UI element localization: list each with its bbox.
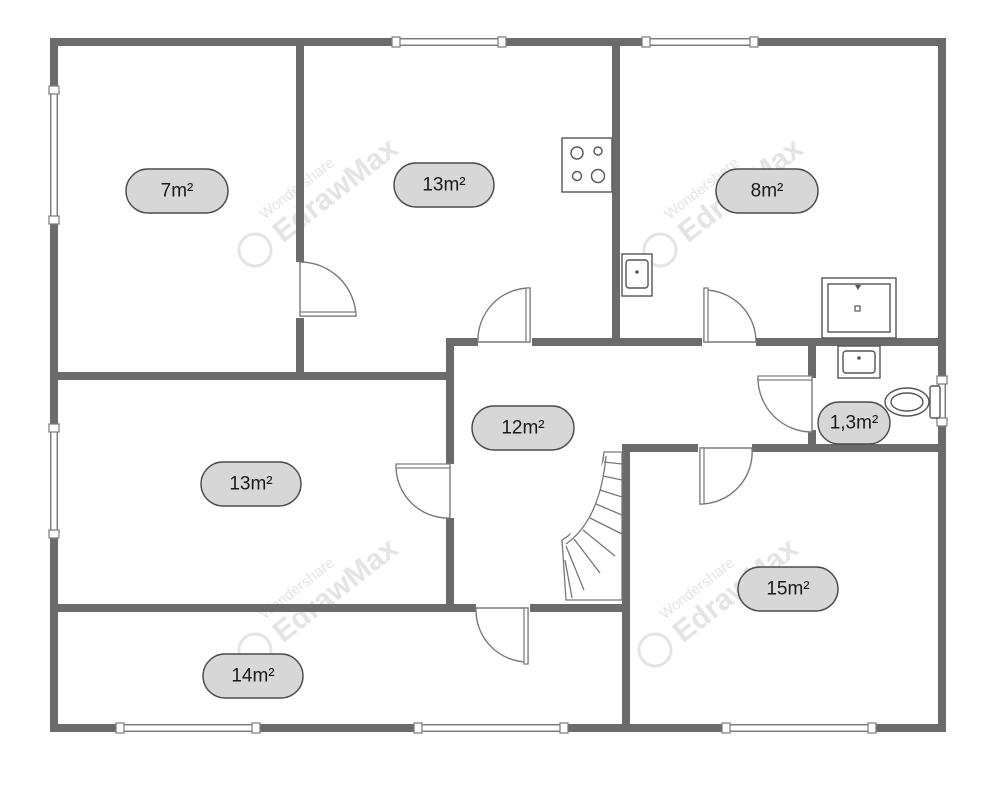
room-label-bottom-right: 15m² <box>737 566 839 612</box>
window-left-2 <box>48 423 60 539</box>
door-top-left-room <box>299 261 357 317</box>
window-top-1 <box>391 36 507 48</box>
wall-e2 <box>532 338 702 346</box>
sink-icon <box>621 253 653 297</box>
spiral-staircase <box>561 451 623 601</box>
room-area-text: 8m² <box>751 181 784 202</box>
wall-c <box>54 372 450 380</box>
door-kitchen <box>477 287 531 343</box>
door-bottom-left-room <box>475 607 529 665</box>
room-area-text: 14m² <box>231 666 274 687</box>
toilet-icon <box>884 385 941 419</box>
wall-d-upper <box>446 338 454 464</box>
room-label-bottom-left: 14m² <box>202 653 304 699</box>
doors <box>299 261 813 665</box>
windows <box>48 36 948 734</box>
wall-f1 <box>54 604 476 612</box>
wall-b <box>612 42 620 340</box>
wall-i-lower <box>808 430 816 448</box>
window-top-2 <box>641 36 759 48</box>
outer-wall-left <box>50 38 58 732</box>
room-label-mid-left: 13m² <box>200 461 302 507</box>
wall-f2 <box>530 604 626 612</box>
room-label-top-left: 7m² <box>125 168 229 214</box>
door-top-right-room <box>703 287 757 343</box>
wall-h2 <box>752 444 942 452</box>
wall-g <box>622 448 630 728</box>
wall-a-upper <box>296 42 304 262</box>
room-label-hall: 12m² <box>471 405 575 451</box>
fixtures <box>561 137 941 419</box>
room-area-text: 7m² <box>161 181 194 202</box>
window-left-1 <box>48 85 60 225</box>
room-label-kitchen: 13m² <box>393 162 495 208</box>
window-bottom-2 <box>413 722 569 734</box>
door-mid-left-room <box>395 463 451 519</box>
watermark-3: Wondershare EdrawMax <box>237 531 404 668</box>
watermark-logo-icon <box>237 232 273 268</box>
stove-icon <box>561 137 613 193</box>
door-bathroom <box>757 375 813 433</box>
room-area-text: 12m² <box>501 418 544 439</box>
room-area-text: 15m² <box>766 579 809 600</box>
room-label-bathroom: 1,3m² <box>817 401 891 445</box>
room-area-text: 1,3m² <box>830 413 879 434</box>
watermark-logo-icon <box>637 632 673 668</box>
bathroom-sink-icon <box>837 345 881 379</box>
wall-e1 <box>446 338 478 346</box>
wall-e3 <box>756 338 942 346</box>
wall-h1 <box>622 444 698 452</box>
room-labels: 7m² 13m² 8m² 12m² 1,3m² 13m² 14m² 15m² <box>125 162 891 699</box>
room-area-text: 13m² <box>229 474 272 495</box>
wall-i-upper <box>808 342 816 378</box>
room-area-text: 13m² <box>422 175 465 196</box>
door-bottom-right-room <box>699 447 753 505</box>
window-bottom-3 <box>721 722 877 734</box>
watermark-1: Wondershare EdrawMax <box>237 131 404 268</box>
window-bottom-1 <box>115 722 261 734</box>
shower-icon <box>821 277 897 339</box>
wall-d-lower <box>446 518 454 610</box>
wall-a-lower <box>296 318 304 376</box>
room-label-top-right: 8m² <box>715 168 819 214</box>
